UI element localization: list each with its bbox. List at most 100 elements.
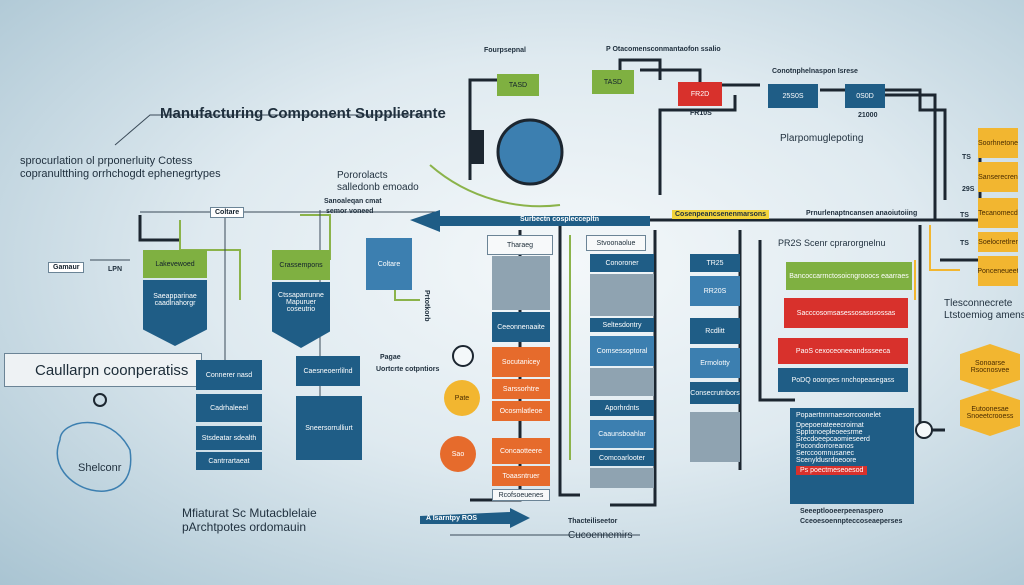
yellow-box-2: Sanserecren — [978, 162, 1018, 192]
orange-box-3: Ocosmlatleoe — [492, 401, 550, 421]
sensor-mid-label: semor voneed — [326, 208, 374, 215]
blue-tile: Coltare — [366, 238, 412, 290]
green-block-text-2: Ctssaparrunne Mapuruer coseutrio — [278, 291, 324, 313]
arrow-label: Surbectn cospleccepltn — [520, 216, 599, 223]
right-mid-box-1: TR25 — [690, 254, 740, 272]
right-list-item: Scenyldusrdoeoore — [796, 457, 857, 464]
orange-box-5: Toaasntruer — [492, 466, 550, 486]
yellow-line — [929, 225, 960, 271]
blue-mid-box-5: Aporhrdnts — [590, 400, 654, 416]
right-green-box: Bancoccarrnctosoicngrooocs eaarraes — [786, 262, 912, 290]
gauge-label-1: Pagae — [380, 354, 401, 361]
right-bottom-caption-1: Seeeptlooeerpeenaspero — [800, 508, 884, 515]
top-num-2: 21000 — [858, 112, 878, 119]
top-label-2: P Otacomensconmantaofon ssalio — [606, 46, 721, 53]
lpn-label: Coltare — [210, 207, 245, 218]
orange-box-1: Socutanicey — [492, 347, 550, 377]
top-right-label: Cosenpeancsenenmarsons — [672, 210, 770, 219]
right-mid-box-3: Rcdlitt — [690, 318, 740, 344]
blue-left-box-6: Sneersorrulliurt — [296, 396, 362, 460]
right-list-item: Spptonoepleoeesrme — [796, 429, 863, 436]
pipe — [820, 88, 947, 200]
green-block-text-1: Saeapparinae caadlnahorgr — [153, 293, 197, 307]
caption-mid: Cucoennemirs — [568, 530, 633, 541]
top-box-5: 0S0D — [845, 84, 885, 108]
far-right-tag-1: TS — [962, 154, 971, 161]
green-block-head-2: Crassempons — [272, 250, 330, 280]
grey-panel-2 — [590, 274, 654, 316]
bottom-arrow-label: A Isarntpy ROS — [426, 515, 478, 522]
hex-1: Sonoarse Rsocnosvee — [960, 344, 1020, 390]
right-list-item: Serccoomnusanec — [796, 450, 854, 457]
sensor-top-label: Sanoaleqan cmat — [324, 198, 382, 205]
pipe — [880, 93, 960, 222]
top-box-2: TASD — [592, 70, 634, 94]
bottom-arrow-label-2: Thacteiliseetor — [568, 518, 618, 525]
right-blue-box-1: PoDQ ooonpes nnchopeasegass — [778, 368, 908, 392]
far-right-tag-4: TS — [960, 240, 969, 247]
salledomb-label: salledonb emoado — [337, 182, 419, 193]
right-bottom-caption-2: Cceoesoennpteccoseaeperses — [800, 518, 903, 525]
subtitle-line-1: sprocurlation ol prponerluity Cotess — [20, 155, 193, 167]
subtitle-line-2: copranultthing orrhchogdt ephenegrtypes — [20, 168, 221, 180]
side-title-banner: Caullarpn coonperatiss — [4, 353, 202, 387]
pipe — [610, 230, 657, 507]
blue-left-box-3: Stsdeatar sdealth — [196, 426, 262, 450]
right-mid-box-4: Ermolotty — [690, 348, 740, 378]
right-blue-list: Popaertnnrnaesorrcoonelet Dpepoerateeecr… — [790, 408, 914, 504]
top-box-4: 25S0S — [768, 84, 818, 108]
hex-2: Eutoonesae Snoeetcrooess — [960, 390, 1020, 436]
pipe — [558, 225, 580, 497]
right-caption: Prnurlenaptncansen anaoiutoiing — [806, 210, 918, 217]
dial — [915, 421, 933, 439]
right-list-head: Popaertnnrnaesorrcoonelet — [796, 412, 881, 419]
blue-mid-box-4: Comsessoptoral — [590, 336, 654, 366]
yellow-box-4: Soelocretlrer — [978, 232, 1018, 252]
column-header: Tharaeg — [487, 235, 553, 255]
brand-vertical: Prtotkorb — [423, 290, 430, 322]
bottom-left-line-2: pArchtpotes ordomauin — [182, 520, 307, 534]
right-list-item: Pocondorroreanos — [796, 443, 854, 450]
top-label-1: Fourpsepnal — [484, 47, 527, 54]
orange-circle: Sao — [440, 436, 476, 472]
grey-panel-3 — [590, 368, 654, 396]
green-line — [179, 220, 241, 300]
yellow-box-1: Soorhnetone — [978, 128, 1018, 158]
blue-mid-box-6: Caaunsboahlar — [590, 420, 654, 448]
title-rule — [114, 114, 430, 146]
blue-left-box-4: Cantrrartaeat — [196, 452, 262, 470]
blue-left-box-2: Cadrhaleeel — [196, 394, 262, 422]
green-block-head-1: Lakevewoed — [143, 250, 207, 278]
tank-circle — [496, 118, 564, 186]
gauge-label-2: Uortcrte cotpntiors — [376, 366, 440, 373]
blue-left-box-1: Connerer nasd — [196, 360, 262, 390]
blue-mid-box-3: Seltesdontry — [590, 318, 654, 332]
right-mid-box-5: Consecrutnbors — [690, 382, 740, 404]
pipe — [138, 215, 180, 242]
blue-mid-box-2: Conoroner — [590, 254, 654, 272]
tank-connector — [470, 130, 484, 164]
left-small-label: Gamaur — [48, 262, 85, 273]
far-right-tag-2: 29S — [962, 186, 975, 193]
orbit — [56, 421, 132, 492]
pipe — [658, 95, 737, 195]
blue-left-box-5: Caesneoerrlilnd — [296, 356, 360, 386]
porerolacts-label: Pororolacts — [337, 170, 388, 181]
green-line — [300, 214, 331, 260]
right-header: PR2S Scenr cprarorgnelnu — [778, 238, 886, 248]
flow-arrow — [410, 210, 650, 232]
far-right-title-2: Ltstoemiog amenss — [944, 310, 1024, 321]
right-mid-box-2: RR20S — [690, 276, 740, 306]
blue-mid-box-1: Ceeonnenaaite — [492, 312, 550, 342]
column-header-2: Stvoonaolue — [586, 235, 646, 251]
lpn-text: LPN — [108, 266, 122, 273]
far-right-tag-3: TS — [960, 212, 969, 219]
orange-box-6: Rcofsoeuenes — [492, 489, 550, 501]
gauge-circle: Pate — [444, 380, 480, 416]
grey-panel-4 — [590, 468, 654, 488]
pipe — [918, 225, 945, 432]
yellow-box-3: Tecanomecd — [978, 198, 1018, 228]
dial — [452, 345, 474, 367]
right-red-box-1: Sacccosomsasessosasosossas — [784, 298, 908, 328]
right-list-footer: Ps poectmeseoesod — [796, 466, 868, 475]
